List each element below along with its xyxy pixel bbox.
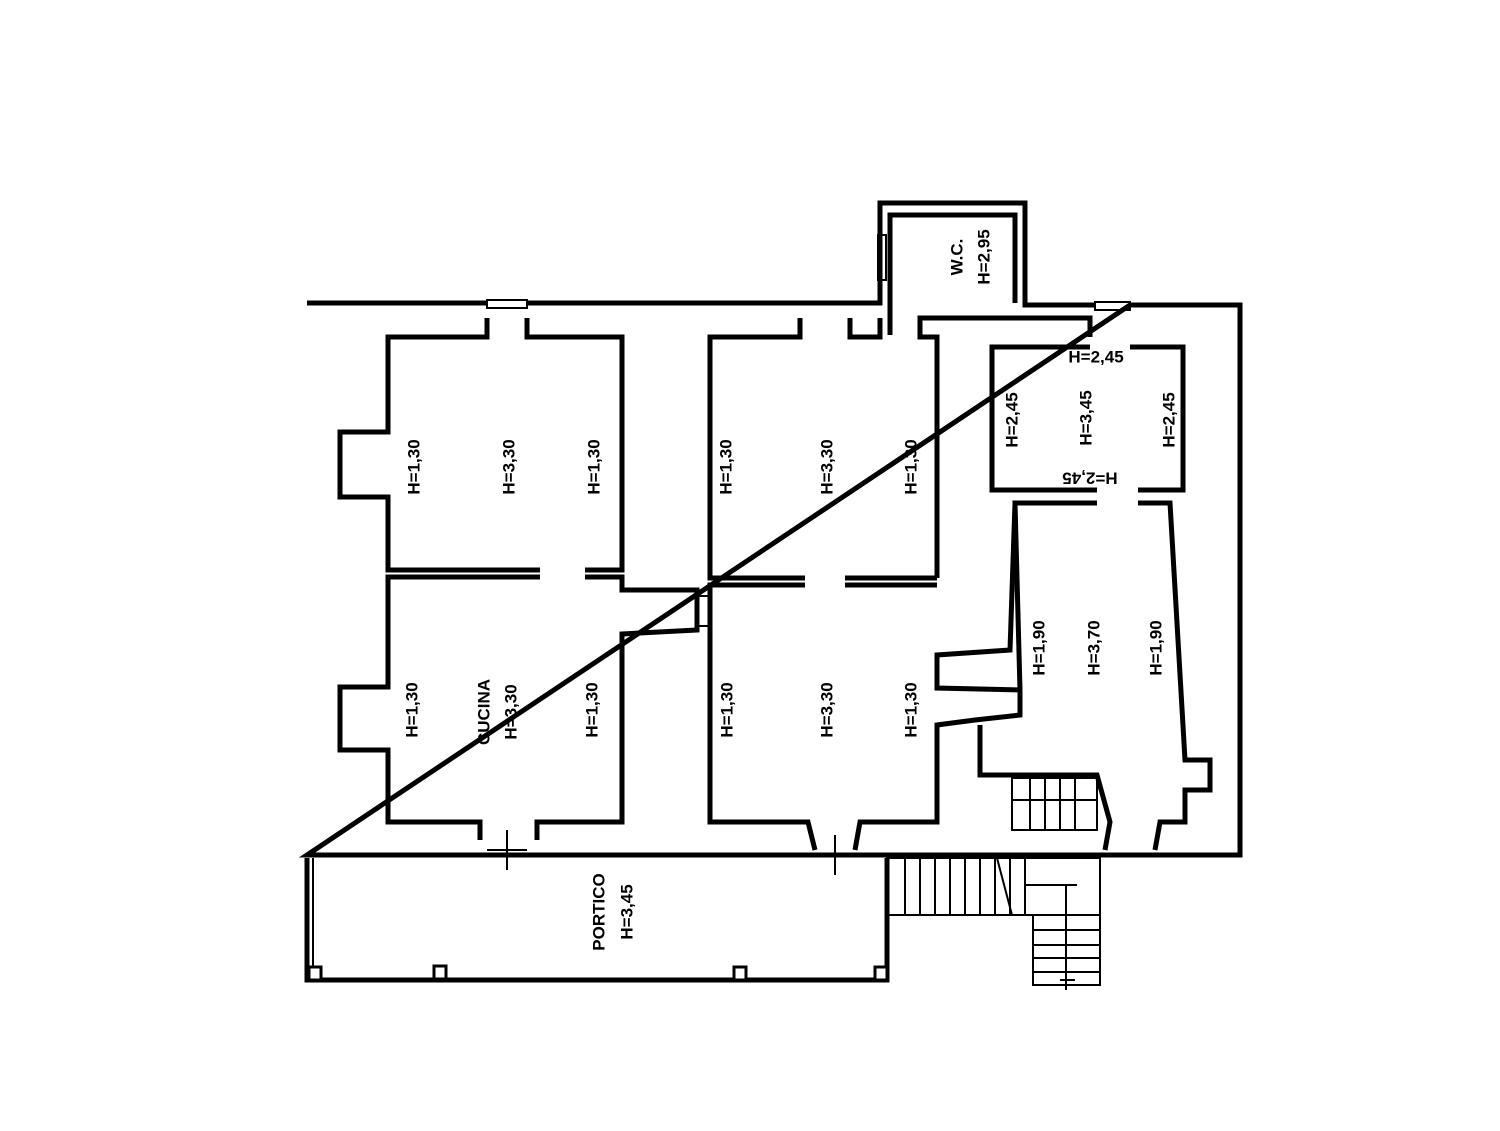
height-label: H=2,45: [1062, 469, 1117, 488]
inner-stair: [1011, 777, 1098, 831]
room-bottom-middle-wall: [707, 502, 1023, 851]
external-stair: [886, 857, 1101, 990]
window: [1094, 301, 1131, 311]
height-label: H=3,70: [1084, 620, 1103, 675]
door-marker: [487, 830, 855, 875]
height-label: H=3,30: [499, 439, 518, 494]
height-label: H=2,45: [1068, 347, 1123, 366]
cucina-label: CUCINA: [474, 679, 493, 745]
portico-wall: [304, 858, 890, 983]
window: [486, 299, 528, 309]
height-label: H=1,30: [901, 439, 920, 494]
height-label: H=1,30: [901, 682, 920, 737]
height-label: H=3,30: [817, 682, 836, 737]
height-label: H=3,45: [1076, 390, 1095, 445]
portico-height: H=3,45: [617, 884, 636, 939]
height-label: H=1,30: [582, 682, 601, 737]
cucina-wall: [337, 574, 700, 840]
wc-label: W.C.: [947, 239, 966, 276]
room-small-right-wall: [989, 344, 1186, 493]
height-label: H=3,30: [501, 684, 520, 739]
wc-height: H=2,95: [974, 229, 993, 284]
room-top-middle-wall: [707, 315, 1093, 581]
height-label: H=1,30: [402, 682, 421, 737]
height-label: H=3,30: [817, 439, 836, 494]
window: [877, 234, 887, 281]
height-label: H=1,30: [716, 439, 735, 494]
height-label: H=1,90: [1029, 620, 1048, 675]
portico-label: PORTICO: [589, 873, 608, 950]
outer-wall: [298, 200, 1243, 858]
height-label: H=1,90: [1146, 620, 1165, 675]
wc-inner-wall: [887, 212, 1018, 335]
height-label: H=2,45: [1002, 392, 1021, 447]
height-label: H=1,30: [404, 439, 423, 494]
utility-box: [696, 595, 712, 627]
room-top-left-wall: [337, 318, 625, 573]
height-label: H=1,30: [584, 439, 603, 494]
height-label: H=2,45: [1159, 392, 1178, 447]
height-label: H=1,30: [717, 682, 736, 737]
room-large-right-wall: [977, 500, 1213, 851]
portico-columns: [307, 964, 889, 982]
